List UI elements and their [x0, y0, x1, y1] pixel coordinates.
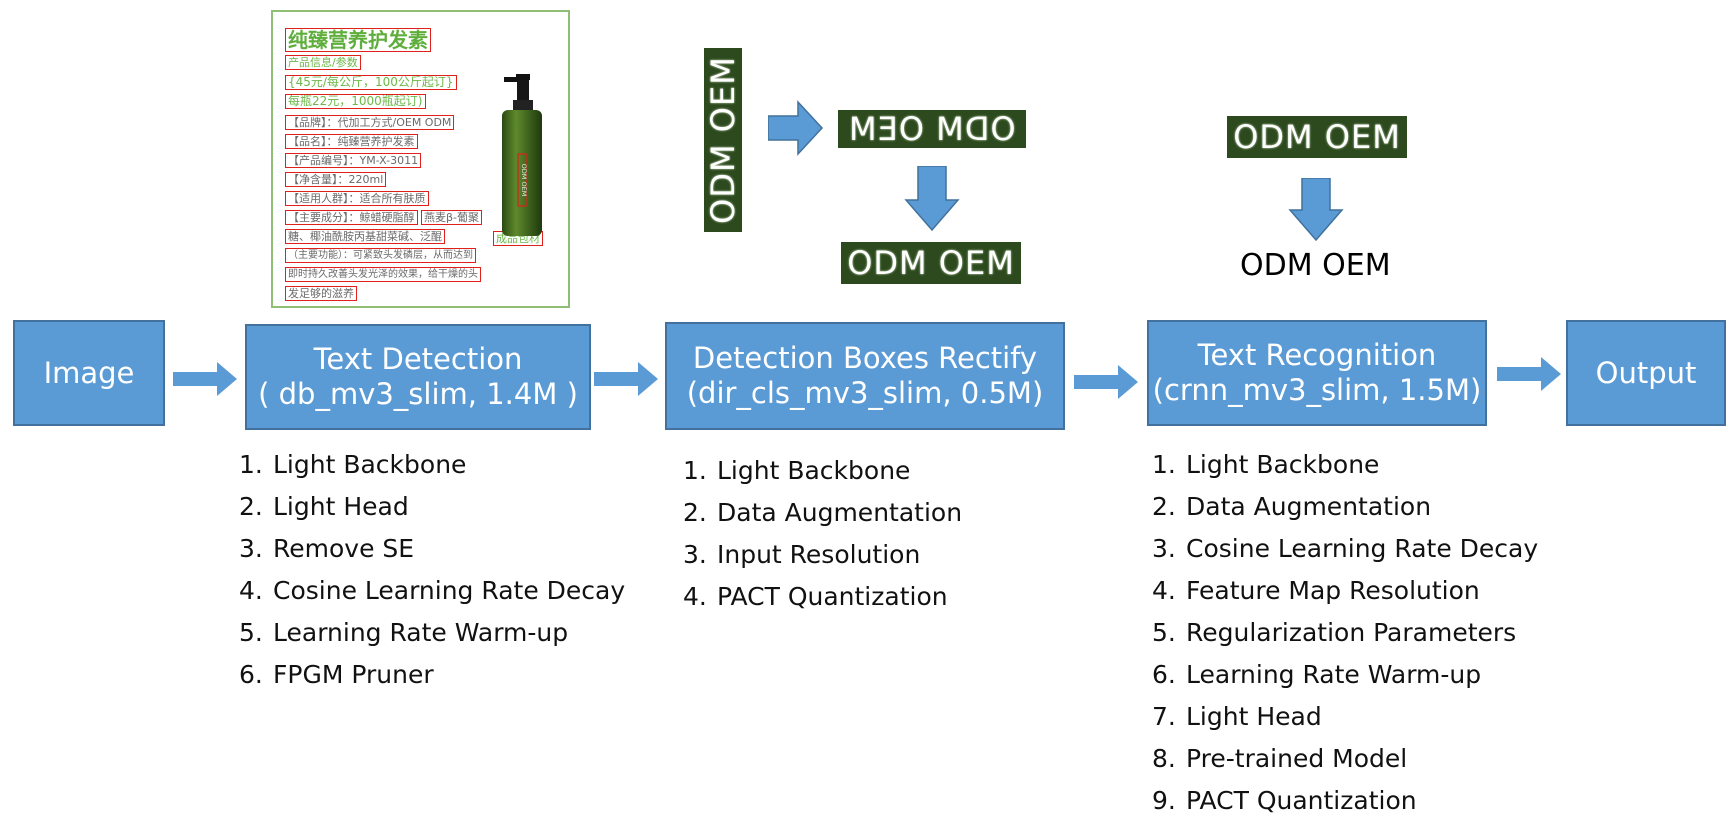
list-item: 2.Data Augmentation: [1152, 492, 1432, 521]
arrow-right-icon: [594, 362, 658, 396]
photo-text-line: 即时持久改善头发光泽的效果，给干燥的头: [285, 267, 481, 282]
crop-rotated-text: ODM OEM: [704, 56, 742, 224]
text-detection-title: Text Detection: [313, 342, 523, 377]
text-detection-subtitle: ( db_mv3_slim, 1.4M ): [258, 377, 578, 411]
bottle-label: ODM OEM: [520, 164, 528, 197]
list-item: 3.Remove SE: [239, 534, 415, 563]
text-detection-box: Text Detection ( db_mv3_slim, 1.4M ): [245, 324, 591, 430]
photo-text-line: 每瓶22元，1000瓶起订): [285, 94, 426, 109]
arrow-right-icon: [173, 362, 237, 396]
photo-text-line: 发足够的滋养: [285, 286, 357, 301]
photo-title-box: 纯臻营养护发素: [285, 28, 431, 52]
arrow-right-icon: [1074, 365, 1138, 399]
crop-rotated: ODM OEM: [704, 48, 742, 232]
image-box: Image: [13, 320, 165, 426]
list-item: 2.Data Augmentation: [683, 498, 963, 527]
rectify-steps-list: 1.Light Backbone 2.Data Augmentation 3.I…: [683, 450, 962, 618]
output-box-label: Output: [1595, 355, 1697, 390]
detection-rectify-box: Detection Boxes Rectify (dir_cls_mv3_sli…: [665, 322, 1065, 430]
photo-text-line: 【适用人群】：适合所有肤质: [285, 191, 429, 206]
photo-text-line: 糖、椰油酰胺丙基甜菜碱、泛醌: [285, 229, 445, 244]
list-item: 8.Pre-trained Model: [1152, 744, 1408, 773]
detection-rectify-title: Detection Boxes Rectify: [692, 341, 1038, 376]
arrow-down-icon: [904, 166, 960, 232]
list-item: 5.Regularization Parameters: [1152, 618, 1517, 647]
text-recognition-box: Text Recognition (crnn_mv3_slim, 1.5M): [1147, 320, 1487, 426]
arrow-right-icon: [768, 100, 824, 156]
photo-text-line: 【品牌】：代加工方式/OEM ODM: [285, 115, 455, 130]
bottle-icon: ODM OEM: [502, 74, 542, 236]
list-item: 1.Light Backbone: [683, 456, 911, 485]
crop-recog-input: ODM OEM: [1227, 116, 1407, 158]
photo-text-line: （主要功能）：可紧致头发磷层，从而达到: [285, 248, 476, 263]
detection-steps-list: 1.Light Backbone 2.Light Head 3.Remove S…: [239, 444, 625, 696]
list-item: 1.Light Backbone: [239, 450, 467, 479]
crop-flipped-text: ODM OEM: [848, 110, 1016, 148]
crop-rectified-text: ODM OEM: [847, 244, 1015, 282]
list-item: 3.Input Resolution: [683, 540, 921, 569]
photo-text-line: 【净含量】：220ml: [285, 172, 387, 187]
list-item: 6.Learning Rate Warm-up: [1152, 660, 1482, 689]
list-item: 3.Cosine Learning Rate Decay: [1152, 534, 1539, 563]
list-item: 2.Light Head: [239, 492, 409, 521]
detection-rectify-subtitle: (dir_cls_mv3_slim, 0.5M): [686, 376, 1044, 410]
crop-rectified: ODM OEM: [841, 242, 1021, 284]
text-recognition-title: Text Recognition: [1197, 338, 1437, 373]
list-item: 4.Cosine Learning Rate Decay: [239, 576, 626, 605]
output-box: Output: [1566, 320, 1726, 426]
photo-text-line: 燕麦β-葡聚: [421, 210, 482, 225]
list-item: 4.Feature Map Resolution: [1152, 576, 1480, 605]
list-item: 1.Light Backbone: [1152, 450, 1380, 479]
crop-recog-input-text: ODM OEM: [1233, 118, 1401, 156]
list-item: 6.FPGM Pruner: [239, 660, 434, 689]
list-item: 4.PACT Quantization: [683, 582, 948, 611]
product-photo: 纯臻营养护发素 产品信息/参数 {45元/每公斤，100公斤起订} 每瓶22元，…: [271, 10, 570, 308]
list-item: 9.PACT Quantization: [1152, 786, 1417, 815]
arrow-right-icon: [1497, 357, 1561, 391]
photo-text-line: 产品信息/参数: [285, 55, 361, 70]
crop-flipped: ODM OEM: [838, 110, 1026, 148]
photo-text-line: 【产品编号】：YM-X-3011: [285, 153, 422, 168]
list-item: 7.Light Head: [1152, 702, 1322, 731]
recognition-steps-list: 1.Light Backbone 2.Data Augmentation 3.C…: [1152, 444, 1538, 822]
photo-text-line: 【品名】：纯臻营养护发素: [285, 134, 418, 149]
recognition-result: ODM OEM: [1240, 248, 1391, 283]
text-recognition-subtitle: (crnn_mv3_slim, 1.5M): [1152, 373, 1482, 407]
list-item: 5.Learning Rate Warm-up: [239, 618, 569, 647]
image-box-label: Image: [43, 355, 135, 390]
photo-text-line: {45元/每公斤，100公斤起订}: [285, 75, 457, 90]
photo-text-line: 【主要成分】：鲸蜡硬脂醇: [285, 210, 418, 225]
arrow-down-icon: [1288, 178, 1344, 242]
